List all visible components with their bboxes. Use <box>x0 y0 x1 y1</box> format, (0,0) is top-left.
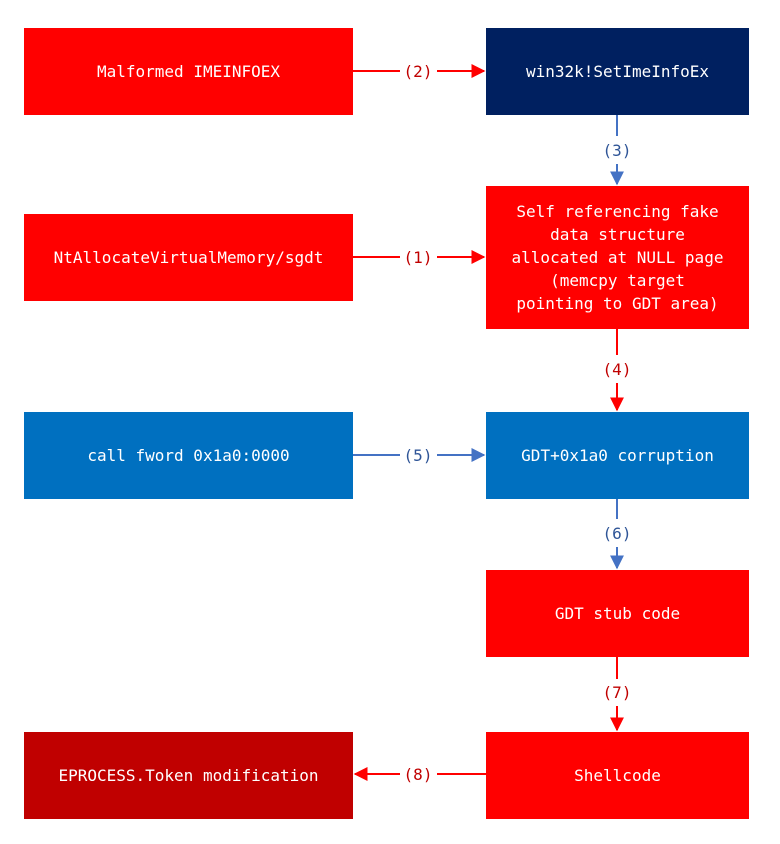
node-shellcode: Shellcode <box>486 732 749 819</box>
node-malformed-imeinfoex: Malformed IMEINFOEX <box>24 28 353 115</box>
node-ntallocatevirtualmemory: NtAllocateVirtualMemory/sgdt <box>24 214 353 301</box>
node-fake-data-structure: Self referencing fake data structure all… <box>486 186 749 329</box>
edge-7: (7) <box>603 657 632 732</box>
node-gdt-stub-code: GDT stub code <box>486 570 749 657</box>
edge-5: (5) <box>353 446 486 465</box>
edge-8-label: (8) <box>404 765 433 784</box>
edge-4-label: (4) <box>603 360 632 379</box>
edge-3-label: (3) <box>603 141 632 160</box>
edge-3: (3) <box>603 115 632 186</box>
edge-2-label: (2) <box>404 62 433 81</box>
edge-5-label: (5) <box>404 446 433 465</box>
edge-6: (6) <box>603 499 632 570</box>
edge-4: (4) <box>603 329 632 412</box>
edge-6-label: (6) <box>603 524 632 543</box>
edge-8: (8) <box>353 765 486 784</box>
edge-7-label: (7) <box>603 683 632 702</box>
edge-1-label: (1) <box>404 248 433 267</box>
edge-2: (2) <box>353 62 486 81</box>
node-setimeinfoex: win32k!SetImeInfoEx <box>486 28 749 115</box>
node-eprocess-token: EPROCESS.Token modification <box>24 732 353 819</box>
node-gdt-corruption: GDT+0x1a0 corruption <box>486 412 749 499</box>
node-call-fword: call fword 0x1a0:0000 <box>24 412 353 499</box>
edge-1: (1) <box>353 248 486 267</box>
